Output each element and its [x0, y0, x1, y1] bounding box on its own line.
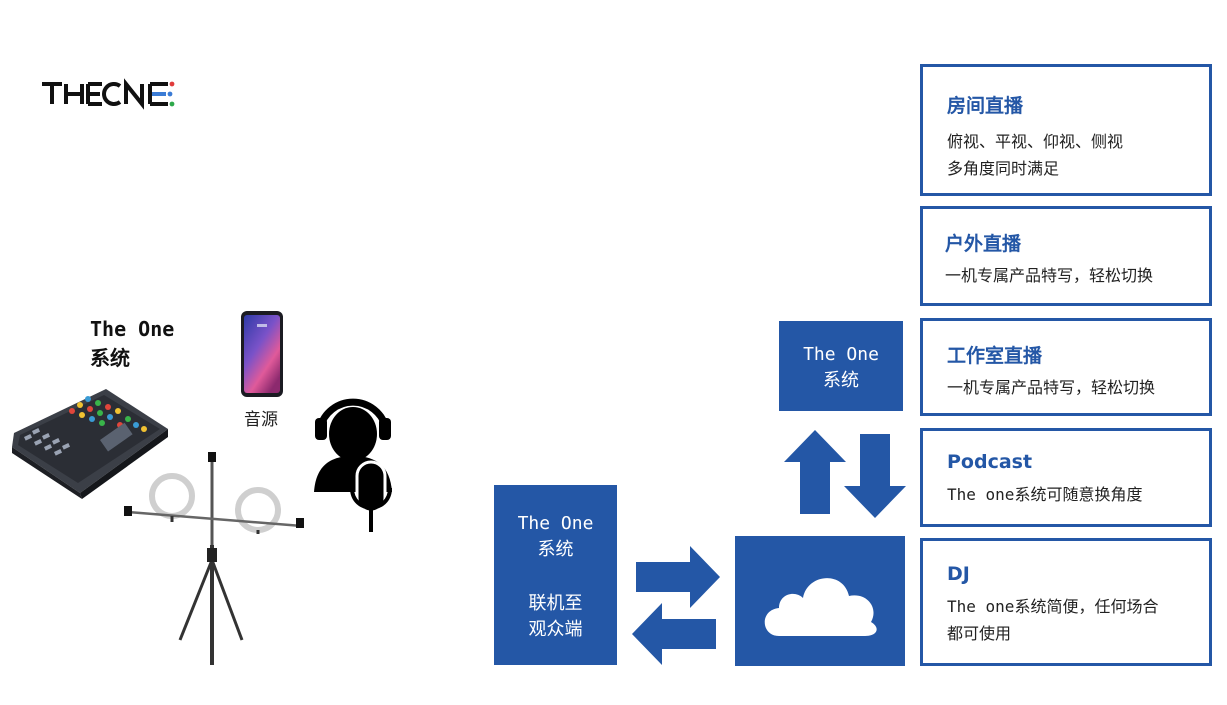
audience-box-line2: 系统	[537, 539, 574, 560]
arrow-left-icon	[632, 603, 716, 665]
scenario-card-room-live: 房间直播 俯视、平视、仰视、侧视 多角度同时满足	[920, 64, 1212, 196]
card-title: 房间直播	[947, 95, 1024, 117]
card-desc: The one系统简便，任何场合	[947, 593, 1209, 620]
arrow-right-icon	[636, 546, 720, 608]
arrow-down-icon	[844, 434, 906, 518]
audio-mixer-icon	[12, 389, 168, 499]
audio-source-label: 音源	[244, 410, 278, 430]
card-desc: The one系统可随意换角度	[947, 481, 1209, 508]
card-title: 户外直播	[945, 233, 1022, 255]
card-desc-suffix: 系统可随意换角度	[1014, 485, 1143, 504]
scenario-card-dj: DJ The one系统简便，任何场合 都可使用	[920, 538, 1212, 666]
card-desc-prefix: The one	[947, 597, 1015, 616]
card-title: DJ	[947, 563, 970, 585]
audience-connection-box: The One 系统 联机至 观众端	[494, 485, 617, 665]
card-desc: 一机专属产品特写，轻松切换	[947, 378, 1156, 397]
card-desc-line2: 都可使用	[947, 624, 1012, 643]
system-box: The One 系统	[779, 321, 903, 411]
scenario-card-podcast: Podcast The one系统可随意换角度	[920, 428, 1212, 527]
scenario-card-studio-live: 工作室直播 一机专属产品特写，轻松切换	[920, 318, 1212, 416]
card-desc-prefix: The one	[947, 485, 1015, 504]
smartphone-icon	[241, 311, 283, 397]
scenario-card-outdoor-live: 户外直播 一机专属产品特写，轻松切换	[920, 206, 1212, 306]
cloud-box	[735, 536, 905, 666]
system-label-line1: The One	[90, 317, 175, 341]
headset-microphone-person-icon	[314, 398, 392, 532]
arrow-up-icon	[784, 430, 846, 514]
card-title: Podcast	[947, 451, 1033, 473]
system-label-line2: 系统	[90, 346, 130, 370]
audience-box-line3: 联机至	[528, 593, 583, 614]
card-desc: 一机专属产品特写，轻松切换	[945, 266, 1154, 285]
system-label: The One 系统	[90, 315, 174, 373]
system-box-line2: 系统	[823, 370, 859, 391]
card-desc: 俯视、平视、仰视、侧视 多角度同时满足	[947, 132, 1124, 178]
card-desc-suffix: 系统简便，任何场合	[1014, 597, 1159, 616]
ring-light-tripod-icon	[124, 452, 304, 665]
system-box-line1: The One	[803, 344, 879, 365]
audience-box-line1: The One	[517, 513, 594, 534]
audience-box-line4: 观众端	[528, 619, 583, 640]
the-one-logo	[42, 78, 175, 110]
card-title: 工作室直播	[947, 345, 1043, 367]
cloud-icon	[764, 578, 877, 636]
